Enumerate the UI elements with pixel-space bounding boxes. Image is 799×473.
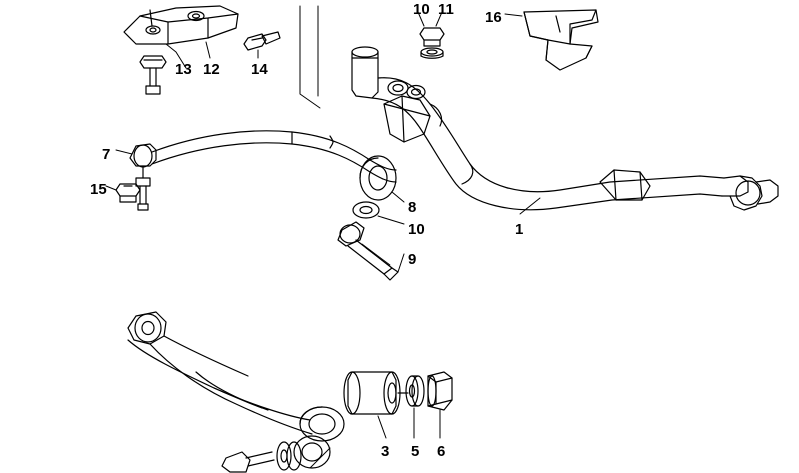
- callout-8: 8: [408, 199, 417, 216]
- part-14-bolt: [243, 31, 281, 51]
- part-12-bracket: [123, 5, 239, 45]
- callout-3: 3: [381, 443, 390, 460]
- callout-15: 15: [90, 181, 107, 198]
- part-stabilizer-bar: [151, 130, 397, 183]
- part-3-bushing: [343, 371, 409, 415]
- callout-14: 14: [251, 61, 268, 78]
- callout-16: 16: [485, 9, 502, 26]
- callout-1: 1: [515, 221, 524, 238]
- part-13-bolt: [139, 55, 167, 95]
- part-5-washer: [405, 375, 425, 407]
- part-15-nut: [115, 183, 141, 203]
- callout-10-mid: 10: [408, 221, 425, 238]
- part-4-control-arm: [127, 311, 345, 442]
- callout-6: 6: [437, 443, 446, 460]
- part-6-nut: [427, 371, 453, 411]
- callout-10-top: 10: [413, 1, 430, 18]
- part-1-crossmember: [351, 46, 779, 211]
- callout-7: 7: [102, 146, 111, 163]
- part-9-bolt: [337, 221, 399, 281]
- part-16-shield: [523, 9, 599, 71]
- callout-11: 11: [438, 1, 454, 18]
- part-7-link: [129, 143, 157, 211]
- callout-12: 12: [203, 61, 220, 78]
- callout-5: 5: [411, 443, 420, 460]
- leader-lines: [105, 41, 541, 469]
- callout-9: 9: [408, 251, 417, 268]
- part-bottom-bolt: [221, 435, 331, 473]
- part-10-11-hardware: [419, 27, 445, 59]
- part-8-bushing: [352, 155, 397, 219]
- callout-13: 13: [175, 61, 192, 78]
